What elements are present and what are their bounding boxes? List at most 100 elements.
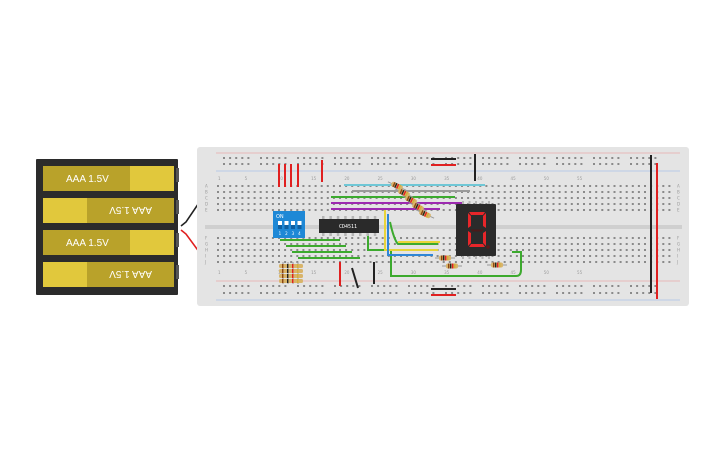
breadboard-hole[interactable] <box>253 237 256 239</box>
breadboard-hole[interactable] <box>235 292 238 294</box>
breadboard-hole[interactable] <box>247 197 250 199</box>
breadboard-hole[interactable] <box>552 197 555 199</box>
breadboard-hole[interactable] <box>454 261 457 263</box>
breadboard-hole[interactable] <box>644 185 646 187</box>
breadboard-hole[interactable] <box>562 285 565 287</box>
breadboard-hole[interactable] <box>284 157 287 159</box>
breadboard-hole[interactable] <box>473 197 476 199</box>
breadboard-hole[interactable] <box>290 197 293 199</box>
breadboard-hole[interactable] <box>607 209 610 211</box>
breadboard-hole[interactable] <box>229 261 232 263</box>
breadboard-hole[interactable] <box>546 191 549 193</box>
breadboard-hole[interactable] <box>389 163 392 165</box>
breadboard-hole[interactable] <box>442 243 445 245</box>
breadboard-hole[interactable] <box>296 255 299 257</box>
breadboard-hole[interactable] <box>509 237 512 239</box>
breadboard-hole[interactable] <box>595 191 598 193</box>
breadboard-hole[interactable] <box>363 243 366 245</box>
breadboard-hole[interactable] <box>271 249 274 251</box>
breadboard-hole[interactable] <box>556 285 558 287</box>
breadboard-hole[interactable] <box>537 163 540 165</box>
breadboard-hole[interactable] <box>522 209 524 211</box>
breadboard-hole[interactable] <box>351 237 354 239</box>
breadboard-hole[interactable] <box>377 157 380 159</box>
breadboard-hole[interactable] <box>461 197 463 199</box>
breadboard-hole[interactable] <box>259 185 262 187</box>
breadboard-hole[interactable] <box>383 157 386 159</box>
breadboard-hole[interactable] <box>278 197 280 199</box>
breadboard-hole[interactable] <box>509 209 512 211</box>
breadboard-hole[interactable] <box>351 249 354 251</box>
breadboard-hole[interactable] <box>497 249 500 251</box>
resistor[interactable] <box>487 262 507 268</box>
breadboard-hole[interactable] <box>320 191 323 193</box>
breadboard-hole[interactable] <box>259 249 262 251</box>
breadboard-hole[interactable] <box>265 237 268 239</box>
breadboard-hole[interactable] <box>363 237 366 239</box>
breadboard-hole[interactable] <box>654 163 657 165</box>
breadboard-hole[interactable] <box>290 191 293 193</box>
breadboard-hole[interactable] <box>408 157 410 159</box>
breadboard-hole[interactable] <box>662 243 665 245</box>
breadboard-hole[interactable] <box>637 185 640 187</box>
breadboard-hole[interactable] <box>406 237 409 239</box>
breadboard-hole[interactable] <box>552 203 555 205</box>
breadboard-hole[interactable] <box>320 255 323 257</box>
breadboard-hole[interactable] <box>351 255 354 257</box>
breadboard-hole[interactable] <box>601 249 604 251</box>
breadboard-hole[interactable] <box>326 249 329 251</box>
breadboard-hole[interactable] <box>552 261 555 263</box>
breadboard-hole[interactable] <box>345 255 348 257</box>
breadboard-hole[interactable] <box>346 163 349 165</box>
breadboard-hole[interactable] <box>265 185 268 187</box>
breadboard-hole[interactable] <box>309 163 312 165</box>
breadboard-hole[interactable] <box>265 191 268 193</box>
breadboard-hole[interactable] <box>229 285 232 287</box>
breadboard-hole[interactable] <box>543 285 546 287</box>
breadboard-hole[interactable] <box>339 237 341 239</box>
breadboard-hole[interactable] <box>253 191 256 193</box>
breadboard-hole[interactable] <box>546 237 549 239</box>
breadboard-hole[interactable] <box>558 185 561 187</box>
breadboard-hole[interactable] <box>613 237 616 239</box>
breadboard-hole[interactable] <box>454 237 457 239</box>
breadboard-hole[interactable] <box>223 209 226 211</box>
breadboard-hole[interactable] <box>229 292 232 294</box>
breadboard-hole[interactable] <box>631 249 634 251</box>
breadboard-hole[interactable] <box>308 237 311 239</box>
breadboard-hole[interactable] <box>589 197 592 199</box>
breadboard-hole[interactable] <box>613 191 616 193</box>
breadboard-hole[interactable] <box>334 157 336 159</box>
breadboard-hole[interactable] <box>509 191 512 193</box>
breadboard-hole[interactable] <box>613 203 616 205</box>
breadboard-hole[interactable] <box>302 191 305 193</box>
breadboard-hole[interactable] <box>296 197 299 199</box>
breadboard-hole[interactable] <box>259 237 262 239</box>
breadboard-hole[interactable] <box>418 237 421 239</box>
breadboard-hole[interactable] <box>241 163 244 165</box>
breadboard-hole[interactable] <box>315 292 318 294</box>
breadboard-hole[interactable] <box>558 191 561 193</box>
breadboard-hole[interactable] <box>519 285 521 287</box>
breadboard-hole[interactable] <box>241 255 244 257</box>
breadboard-hole[interactable] <box>308 191 311 193</box>
breadboard-hole[interactable] <box>395 157 398 159</box>
breadboard-hole[interactable] <box>259 255 262 257</box>
breadboard-hole[interactable] <box>506 163 509 165</box>
breadboard-hole[interactable] <box>235 237 238 239</box>
breadboard-hole[interactable] <box>534 243 537 245</box>
breadboard-hole[interactable] <box>426 292 429 294</box>
breadboard-hole[interactable] <box>259 261 262 263</box>
dip-toggle[interactable]: 4 <box>297 221 302 236</box>
breadboard-hole[interactable] <box>589 255 592 257</box>
breadboard-hole[interactable] <box>482 163 484 165</box>
breadboard-hole[interactable] <box>457 285 460 287</box>
breadboard-hole[interactable] <box>576 191 579 193</box>
breadboard-hole[interactable] <box>297 157 299 159</box>
breadboard-hole[interactable] <box>546 261 549 263</box>
breadboard-hole[interactable] <box>607 237 610 239</box>
breadboard-hole[interactable] <box>217 197 219 199</box>
breadboard-hole[interactable] <box>436 237 439 239</box>
breadboard-hole[interactable] <box>601 255 604 257</box>
